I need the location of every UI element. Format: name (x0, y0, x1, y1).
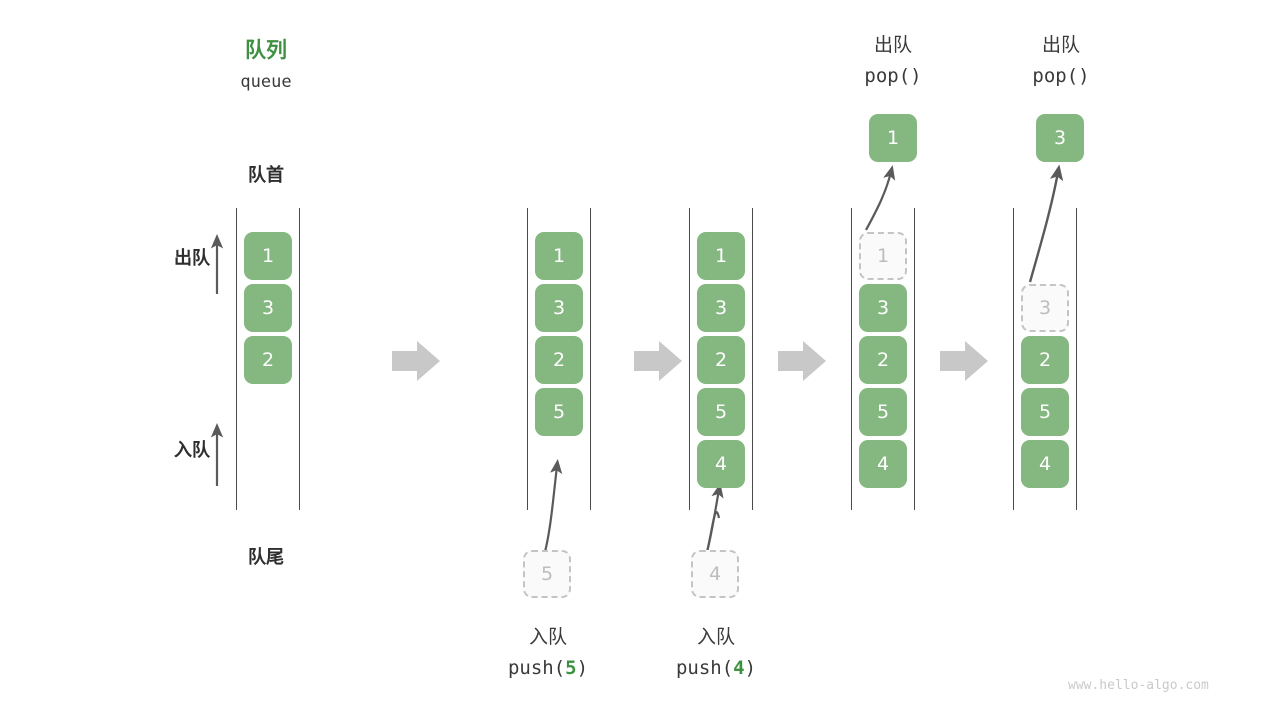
rail-left-step-4 (1013, 208, 1014, 510)
caption-code-prefix-pop-3: pop( (1032, 65, 1079, 87)
caption-cn-push-5: 入队 (528, 627, 567, 648)
cell-step3-2: 2 (859, 336, 907, 384)
enqueue-axis-label: 入队 (174, 440, 210, 460)
step-arrow-4 (940, 341, 988, 381)
rear-label: 队尾 (248, 547, 284, 567)
front-label: 队首 (248, 165, 284, 185)
step-arrow-2 (634, 341, 682, 381)
caption-code-suffix-push-4: ) (744, 657, 757, 679)
cell-step2-0: 1 (697, 232, 745, 280)
cell-step3-4: 4 (859, 440, 907, 488)
caption-code-suffix-push-5: ) (576, 657, 589, 679)
rail-left-step-1 (527, 208, 528, 510)
dequeue-axis-label: 出队 (174, 248, 210, 268)
caption-code-suffix-pop-1: ) (910, 65, 922, 87)
pop-1-arrow (865, 165, 896, 231)
caption-code-num-push-5: 5 (565, 657, 577, 679)
popped-cell-pop-1: 1 (869, 114, 917, 162)
cell-step3-0: 1 (859, 232, 907, 280)
rail-left-step-2 (689, 208, 690, 510)
rail-left-step-0 (236, 208, 237, 510)
incoming-cell-push-5: 5 (523, 550, 571, 598)
rail-right-step-0 (299, 208, 300, 510)
rail-right-step-2 (752, 208, 753, 510)
diagram-title-cn: 队列 (245, 39, 287, 62)
caption-cn-pop-3: 出队 (1041, 35, 1080, 56)
cell-step4-4: 4 (1021, 440, 1069, 488)
caption-code-push-5: push(5) (468, 657, 628, 679)
incoming-cell-push-4: 4 (691, 550, 739, 598)
caption-code-pop-1: pop() (813, 65, 973, 87)
caption-code-prefix-pop-1: pop( (864, 65, 911, 87)
cell-step3-3: 5 (859, 388, 907, 436)
cell-step0-2: 2 (244, 336, 292, 384)
rail-right-step-4 (1076, 208, 1077, 510)
step-arrow-3 (778, 341, 826, 381)
cell-step4-1: 3 (1021, 284, 1069, 332)
cell-step4-3: 5 (1021, 388, 1069, 436)
cell-step1-0: 1 (535, 232, 583, 280)
pop-3-arrow (1028, 164, 1064, 283)
rail-right-step-1 (590, 208, 591, 510)
cell-step3-1: 3 (859, 284, 907, 332)
cell-step0-1: 3 (244, 284, 292, 332)
cell-step4-2: 2 (1021, 336, 1069, 384)
rail-left-step-3 (851, 208, 852, 510)
step-arrow-1 (392, 341, 440, 381)
caption-code-prefix-push-4: push( (675, 657, 734, 679)
cell-step2-2: 2 (697, 336, 745, 384)
caption-cn-push-4: 入队 (696, 627, 735, 648)
popped-cell-pop-3: 3 (1036, 114, 1084, 162)
cell-step1-1: 3 (535, 284, 583, 332)
cell-step2-1: 3 (697, 284, 745, 332)
caption-code-num-push-4: 4 (733, 657, 745, 679)
rail-right-step-3 (914, 208, 915, 510)
caption-code-push-4: push(4) (636, 657, 796, 679)
cell-step1-3: 5 (535, 388, 583, 436)
push-5-arrow (543, 459, 563, 553)
caption-cn-pop-1: 出队 (873, 35, 912, 56)
cell-step0-0: 1 (244, 232, 292, 280)
push-4-arrow (705, 483, 724, 553)
caption-code-prefix-push-5: push( (507, 657, 566, 679)
cell-step1-2: 2 (535, 336, 583, 384)
cell-step2-3: 5 (697, 388, 745, 436)
caption-code-pop-3: pop() (981, 65, 1141, 87)
watermark: www.hello-algo.com (1068, 678, 1209, 693)
cell-step2-4: 4 (697, 440, 745, 488)
caption-code-suffix-pop-3: ) (1078, 65, 1090, 87)
diagram-title-en: queue (240, 72, 292, 92)
